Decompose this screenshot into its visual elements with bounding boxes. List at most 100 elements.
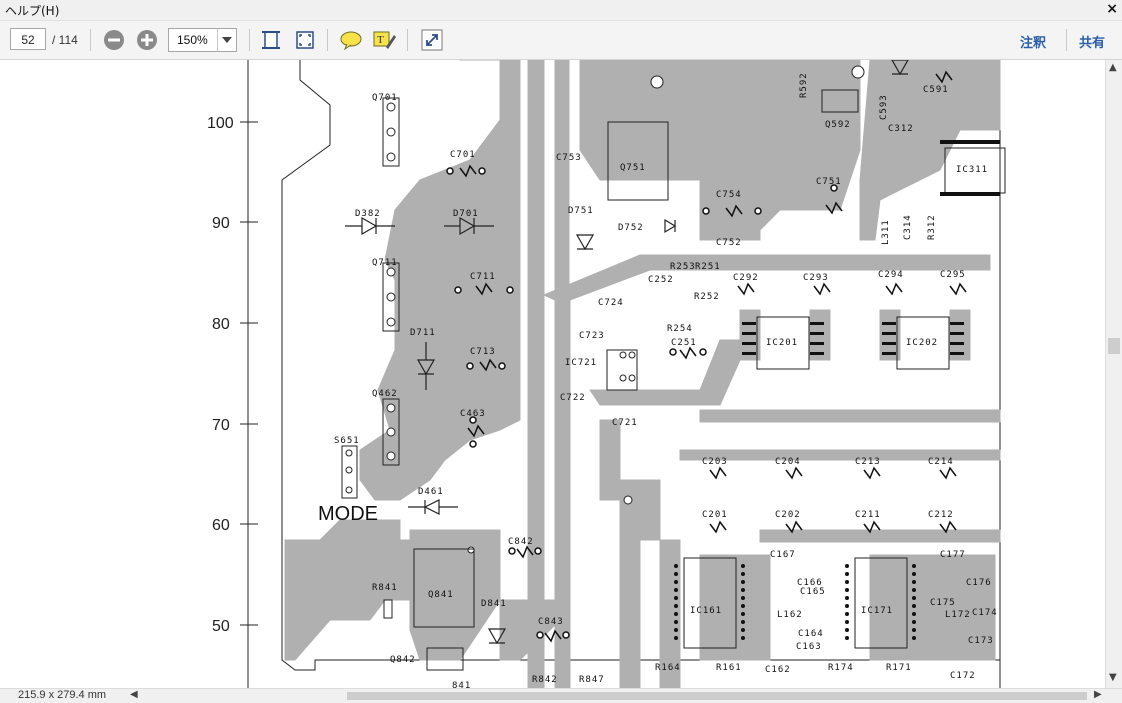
component-label: C176: [966, 578, 992, 588]
component-label: C593: [879, 94, 889, 120]
pcb-page: 100 90 80 70 60 50: [0, 60, 1105, 688]
mode-label: MODE: [318, 503, 378, 525]
share-button[interactable]: 共有: [1079, 36, 1106, 51]
vertical-scrollbar[interactable]: ▲ ▼: [1105, 60, 1122, 688]
component-label: C252: [648, 275, 674, 285]
zoom-level-value: 150%: [177, 33, 208, 47]
component-label: C723: [579, 331, 605, 341]
component-label: C166: [797, 578, 823, 588]
zoom-in-icon[interactable]: [134, 27, 160, 53]
component-label: IC171: [861, 606, 893, 616]
menu-bar: ヘルプ(H) ×: [0, 0, 1122, 21]
component-label: C722: [560, 393, 586, 403]
scroll-thumb[interactable]: [347, 692, 1087, 700]
component-label: D752: [618, 223, 644, 233]
transistor-body: [382, 398, 400, 466]
toolbar-divider: [1066, 29, 1067, 51]
component-label: C213: [855, 457, 881, 467]
component-label: R312: [927, 214, 937, 240]
toolbar-divider: [249, 29, 250, 51]
ruler-label: 60: [212, 517, 230, 534]
component-label: L162: [777, 610, 803, 620]
component-label: R842: [532, 675, 558, 685]
scroll-left-icon[interactable]: ◀: [130, 689, 138, 700]
ic-body: [756, 316, 810, 370]
close-icon[interactable]: ×: [1106, 1, 1118, 17]
component-label: C591: [923, 85, 949, 95]
toolbar-divider: [407, 29, 408, 51]
component-label: C751: [816, 177, 842, 187]
component-label: C172: [950, 671, 976, 681]
component-label: C164: [798, 629, 824, 639]
scroll-up-icon[interactable]: ▲: [1109, 62, 1117, 73]
chevron-down-icon[interactable]: [217, 29, 236, 51]
ruler-ticks: [240, 121, 258, 626]
component-label: C201: [702, 510, 728, 520]
component-label: R171: [886, 663, 912, 673]
component-label: R847: [579, 675, 605, 685]
component-label: R841: [372, 583, 398, 593]
component-label: IC311: [956, 165, 988, 175]
component-label: Q711: [372, 258, 398, 268]
component-label: C842: [508, 537, 534, 547]
component-label: C175: [930, 598, 956, 608]
component-label: C163: [796, 642, 822, 652]
component-label: D841: [481, 599, 507, 609]
component-label: R174: [828, 663, 854, 673]
component-label: C314: [903, 214, 913, 240]
component-label: R251: [695, 262, 721, 272]
component-label: Q751: [620, 163, 646, 173]
help-menu[interactable]: ヘルプ(H): [5, 4, 60, 18]
component-label: C713: [470, 347, 496, 357]
component-label: Q701: [372, 93, 398, 103]
scroll-right-icon[interactable]: ▶: [1094, 689, 1102, 700]
component-label: C177: [940, 550, 966, 560]
switch-body: [341, 445, 358, 499]
zoom-out-icon[interactable]: [101, 27, 127, 53]
resistor-body: [383, 599, 393, 619]
component-label: C173: [968, 636, 994, 646]
component-label: S651: [334, 436, 360, 446]
component-label: C843: [538, 617, 564, 627]
ruler-label: 70: [212, 417, 230, 434]
ic-body: [683, 557, 737, 649]
component-label: Q462: [372, 389, 398, 399]
component-label: R253: [670, 262, 696, 272]
component-label: C754: [716, 190, 742, 200]
component-label: IC201: [766, 338, 798, 348]
component-label: C721: [612, 418, 638, 428]
component-label: R592: [799, 72, 809, 98]
component-label: D711: [410, 328, 436, 338]
component-label: L311: [881, 219, 891, 245]
toolbar-divider: [327, 29, 328, 51]
horizontal-scrollbar[interactable]: [127, 690, 1107, 702]
highlight-icon[interactable]: T: [371, 27, 397, 53]
ruler-label: 80: [212, 316, 230, 333]
zoom-level-select[interactable]: 150%: [168, 28, 237, 52]
component-label: L172: [945, 610, 971, 620]
component-label: IC202: [906, 338, 938, 348]
component-label: Q842: [390, 655, 416, 665]
ruler-label: 50: [212, 618, 230, 635]
component-label: C174: [972, 608, 998, 618]
comment-icon[interactable]: [338, 27, 364, 53]
transistor-body: [382, 262, 400, 332]
component-label: C214: [928, 457, 954, 467]
scroll-down-icon[interactable]: ▼: [1109, 672, 1117, 683]
fit-page-icon[interactable]: [258, 27, 284, 53]
component-label: Q592: [825, 120, 851, 130]
fit-width-icon[interactable]: [292, 27, 318, 53]
document-viewport[interactable]: 100 90 80 70 60 50: [0, 60, 1105, 688]
component-label: C312: [888, 124, 914, 134]
page-total: / 114: [52, 33, 78, 47]
diode-symbol: [664, 218, 677, 234]
component-label: D751: [568, 206, 594, 216]
fullscreen-icon[interactable]: [419, 27, 445, 53]
transistor-body: [426, 647, 464, 671]
toolbar-divider: [90, 29, 91, 51]
ic-body: [854, 557, 908, 649]
scroll-thumb[interactable]: [1108, 338, 1120, 354]
annotate-button[interactable]: 注釈: [1020, 36, 1047, 51]
svg-text:T: T: [377, 34, 384, 46]
page-number-input[interactable]: 52: [10, 28, 46, 50]
